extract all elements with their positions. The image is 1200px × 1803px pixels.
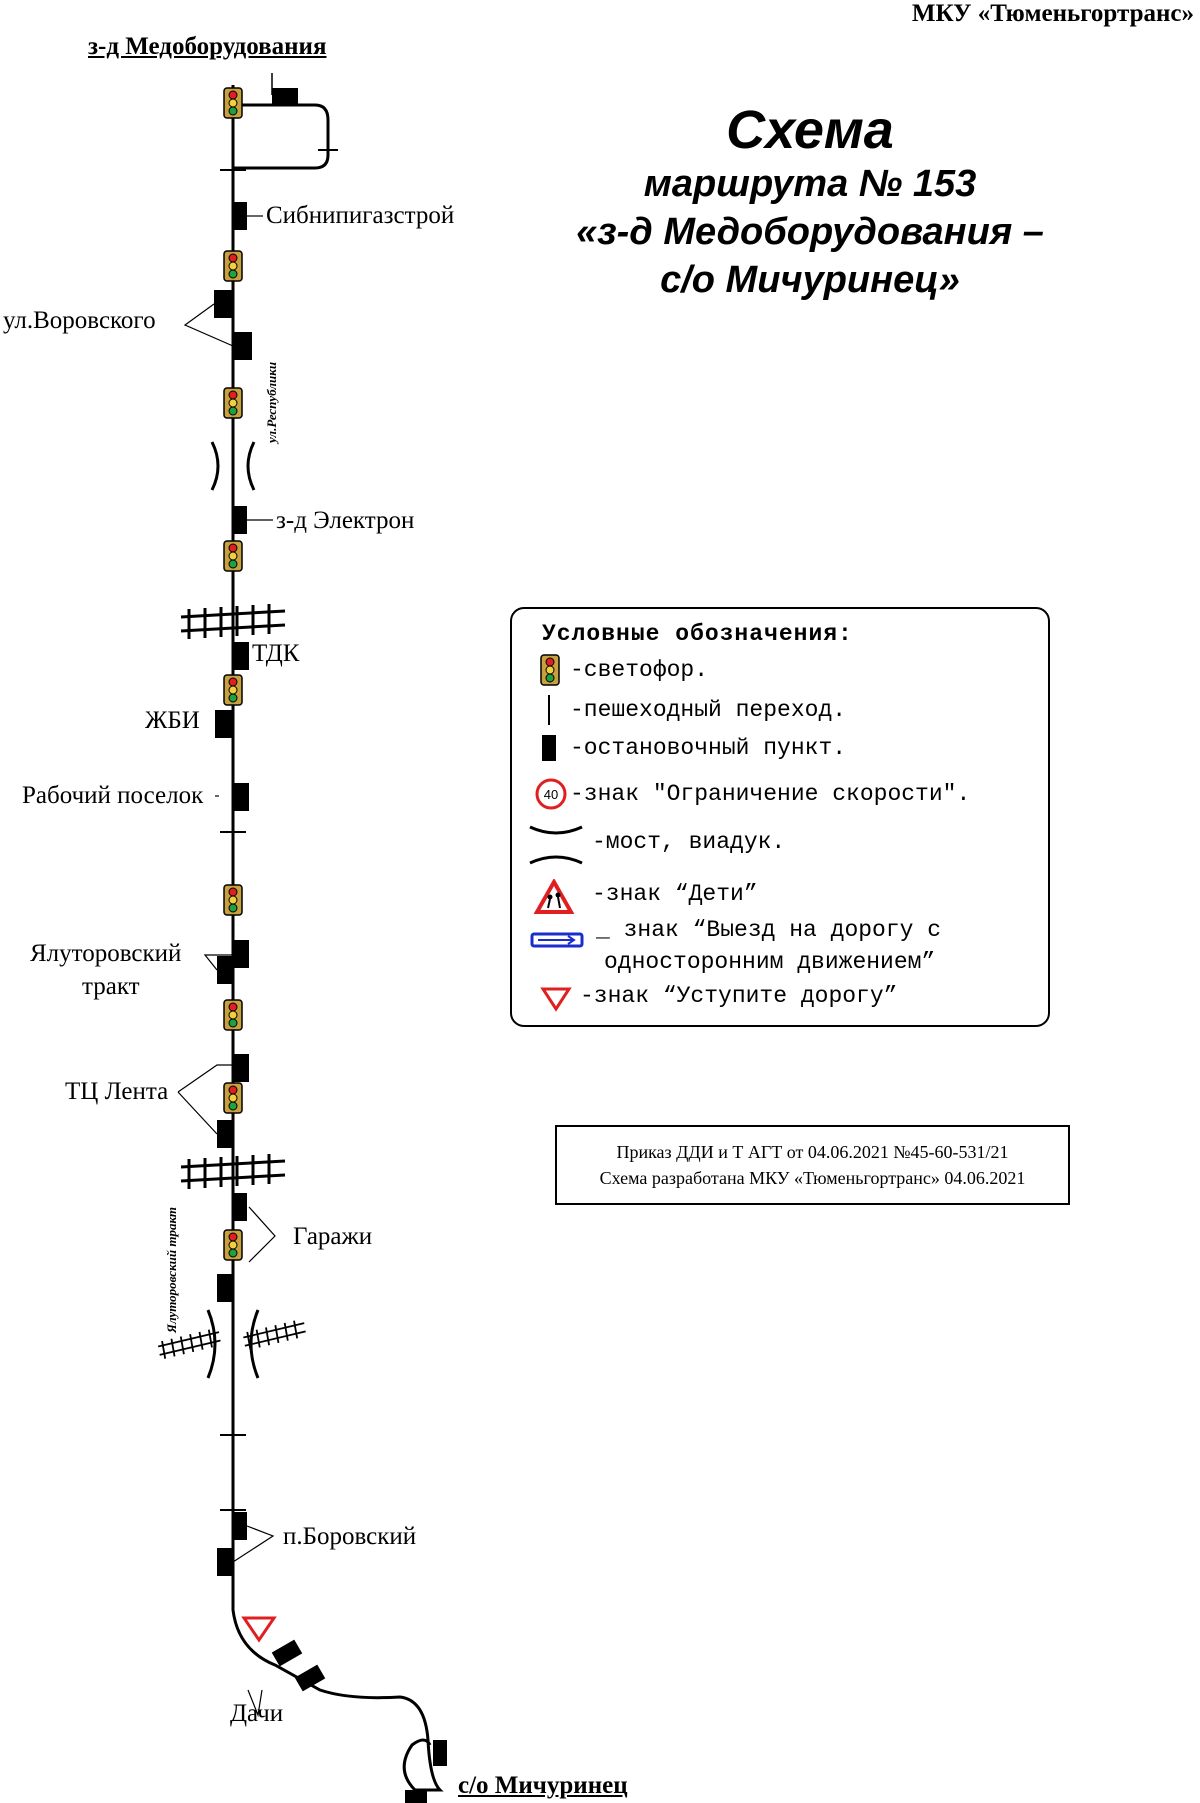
legend-stop-point: -остановочный пункт. — [570, 735, 847, 761]
start-loop — [233, 103, 330, 170]
stop-rabochiy: Рабочий поселок — [22, 782, 204, 809]
traffic-light-icon — [540, 654, 560, 686]
children-sign-icon — [534, 879, 574, 914]
stop-tdk: ТДК — [252, 640, 300, 667]
bridge-icon — [529, 825, 583, 865]
legend-box: Условные обозначения: -светофор. -пешехо… — [510, 607, 1050, 1027]
legend-speed-limit: -знак "Ограничение скорости". — [570, 781, 971, 807]
title-line-4: с/о Мичуринец» — [660, 259, 960, 301]
route-line — [231, 85, 444, 1792]
legend-crosswalk: -пешеходный переход. — [570, 697, 847, 723]
stop-zhbi: ЖБИ — [145, 707, 200, 734]
terminal-start: з-д Медоборудования — [88, 33, 327, 60]
stop-marker — [272, 88, 298, 104]
stop-yalutorovskiy-line1: Ялуторовский — [30, 940, 182, 967]
legend-give-way: -знак “Уступите дорогу” — [580, 983, 898, 1009]
legend-bridge: -мост, виадук. — [592, 829, 786, 855]
street-respubliki: ул.Республики — [264, 361, 279, 443]
stop-sibnipigazstroy: Сибнипигазстрой — [266, 202, 455, 229]
terminal-end: с/о Мичуринец — [458, 1772, 628, 1799]
order-box: Приказ ДДИ и Т АГТ от 04.06.2021 №45-60-… — [555, 1125, 1070, 1205]
crosswalks — [220, 169, 246, 1511]
leader-lines — [177, 215, 276, 1718]
title-line-1: Схема — [726, 100, 894, 160]
legend-traffic-light: -светофор. — [570, 657, 709, 683]
title-line-3: «з-д Медоборудования – — [576, 211, 1044, 253]
organization-header: МКУ «Тюменьгортранс» — [911, 0, 1194, 27]
stop-markers — [214, 202, 447, 1803]
stop-dachi: Дачи — [230, 1700, 284, 1727]
street-yalutorovskiy: Ялуторовский тракт — [164, 1206, 179, 1333]
stop-lenta: ТЦ Лента — [65, 1078, 169, 1105]
stop-point-icon — [542, 735, 556, 761]
title-line-2: маршрута № 153 — [643, 163, 977, 205]
legend-one-way-line2: односторонним движением” — [604, 949, 936, 975]
stop-borovskiy: п.Боровский — [283, 1523, 417, 1550]
legend-children: -знак “Дети” — [592, 881, 758, 907]
stop-vorovskogo: ул.Воровского — [3, 307, 156, 334]
legend-title: Условные обозначения: — [542, 621, 853, 647]
give-way-icon — [241, 1616, 277, 1643]
stop-garazhi: Гаражи — [293, 1223, 373, 1250]
svg-text:40: 40 — [544, 787, 558, 802]
speed-limit-icon: 40 — [535, 778, 567, 810]
route-title: Схема маршрута № 153 «з-д Медоборудовани… — [470, 100, 1150, 304]
give-way-legend-icon — [540, 987, 572, 1012]
order-line-1: Приказ ДДИ и Т АГТ от 04.06.2021 №45-60-… — [616, 1142, 1009, 1162]
one-way-exit-icon — [530, 932, 584, 948]
crosswalk-icon — [548, 695, 550, 725]
stop-elektron: з-д Электрон — [276, 507, 415, 534]
legend-one-way-line1: _ знак “Выезд на дорогу с — [596, 917, 942, 943]
stop-yalutorovskiy-line2: тракт — [82, 973, 140, 1000]
order-line-2: Схема разработана МКУ «Тюменьгортранс» 0… — [599, 1168, 1026, 1188]
